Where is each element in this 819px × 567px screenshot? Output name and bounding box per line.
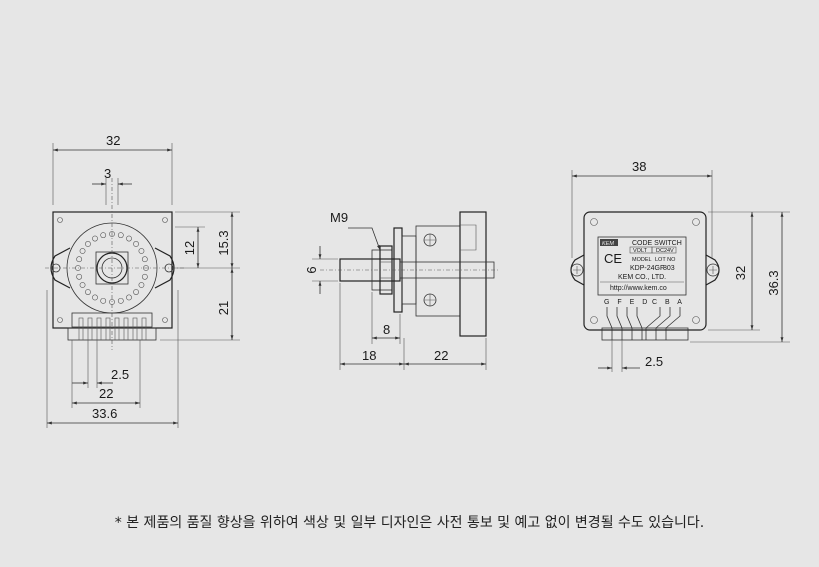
back-pin-trace <box>626 307 633 340</box>
front-dim-height: 15.3 <box>216 230 231 255</box>
contact-dot <box>133 241 139 247</box>
contact-dot <box>85 241 91 247</box>
side-dim-body-len: 22 <box>434 348 448 363</box>
contact-dot <box>76 273 83 280</box>
back-label-volt: VOLT <box>633 248 648 254</box>
back-label-lot: 803 <box>663 265 675 272</box>
back-label-plate <box>597 236 687 296</box>
contact-dot <box>76 256 83 263</box>
back-label-lot-hdr: LOT NO <box>655 257 676 263</box>
back-label-company: KEM CO., LTD. <box>618 274 666 281</box>
front-pins <box>78 317 147 341</box>
contact-dot <box>138 282 145 288</box>
side-thread-label: M9 <box>330 210 348 225</box>
contact-dot <box>117 297 124 304</box>
contact-dot <box>109 231 115 237</box>
front-pin <box>78 317 84 341</box>
back-label-url: http://www.kem.co <box>610 285 667 292</box>
back-brand-logo <box>600 239 618 246</box>
back-pins-left: G F E D <box>604 299 650 306</box>
contact-dot <box>126 294 132 301</box>
side-wafer <box>415 225 461 317</box>
back-dim-width: 38 <box>632 159 646 174</box>
contact-dot <box>92 235 98 242</box>
front-contact-ring <box>75 231 149 305</box>
back-pin-trace <box>655 307 671 340</box>
contact-dot <box>141 273 148 280</box>
back-pin-trace <box>616 307 623 340</box>
side-dim-thread-len: 8 <box>383 322 390 337</box>
contact-dot <box>126 235 132 242</box>
front-view: 32 3 12 15.3 21 2.5 22 <box>45 133 240 428</box>
back-label-rating: DC24V <box>656 248 674 254</box>
front-pin <box>141 317 147 341</box>
front-pin <box>132 317 138 341</box>
back-pins <box>606 307 681 340</box>
back-dim-overall-height: 36.3 <box>766 270 781 295</box>
front-pin <box>105 317 111 341</box>
back-label-ce: CE <box>604 251 622 266</box>
back-label-title: CODE SWITCH <box>632 240 682 247</box>
back-label-model-hdr: MODEL <box>632 257 652 263</box>
contact-dot <box>92 294 98 301</box>
front-dim-width: 32 <box>106 133 120 148</box>
contact-dot <box>133 289 139 295</box>
front-dim-pin-span: 22 <box>99 386 113 401</box>
front-pin <box>114 317 120 341</box>
front-pin <box>87 317 93 341</box>
contact-dot <box>138 248 145 254</box>
front-pin <box>96 317 102 341</box>
side-dim-shaft-len: 18 <box>362 348 376 363</box>
front-dim-inner-height: 12 <box>182 241 197 255</box>
disclaimer-notice: * 본 제품의 품질 향상을 위하여 색상 및 일부 디자인은 사전 통보 및 … <box>114 515 705 531</box>
front-dim-shaft-gap: 3 <box>104 166 111 181</box>
back-pins-right: C B A <box>652 299 685 306</box>
back-pin-trace <box>645 307 661 340</box>
contact-dot <box>79 282 86 288</box>
front-body <box>52 211 173 329</box>
contact-dot <box>143 265 149 271</box>
side-body <box>459 211 487 337</box>
back-left-screw <box>570 263 584 277</box>
contact-dot <box>141 256 148 263</box>
back-pin-trace <box>665 307 681 340</box>
side-dim-shaft-dia: 6 <box>304 266 319 273</box>
front-dim-overall-width: 33.6 <box>92 406 117 421</box>
back-right-screw <box>706 263 720 277</box>
front-dim-lower: 21 <box>216 301 231 315</box>
front-pin <box>123 317 129 341</box>
back-dim-pin-pitch: 2.5 <box>645 354 663 369</box>
back-brand: KEM <box>602 241 614 247</box>
back-pin-trace <box>636 307 643 340</box>
contact-dot <box>79 248 86 254</box>
contact-dot <box>117 232 124 239</box>
back-pin-trace <box>606 307 613 340</box>
contact-dot <box>85 289 91 295</box>
contact-dot <box>100 297 107 304</box>
side-view: M9 6 8 18 22 <box>304 210 498 370</box>
back-view: KEM CODE SWITCH VOLT DC24V CE MODEL LOT … <box>570 159 790 372</box>
contact-dot <box>100 232 107 239</box>
front-dim-pin-pitch: 2.5 <box>111 367 129 382</box>
back-dim-height: 32 <box>733 266 748 280</box>
back-label-model: KDP-24GF <box>630 265 664 272</box>
back-body <box>583 211 707 331</box>
